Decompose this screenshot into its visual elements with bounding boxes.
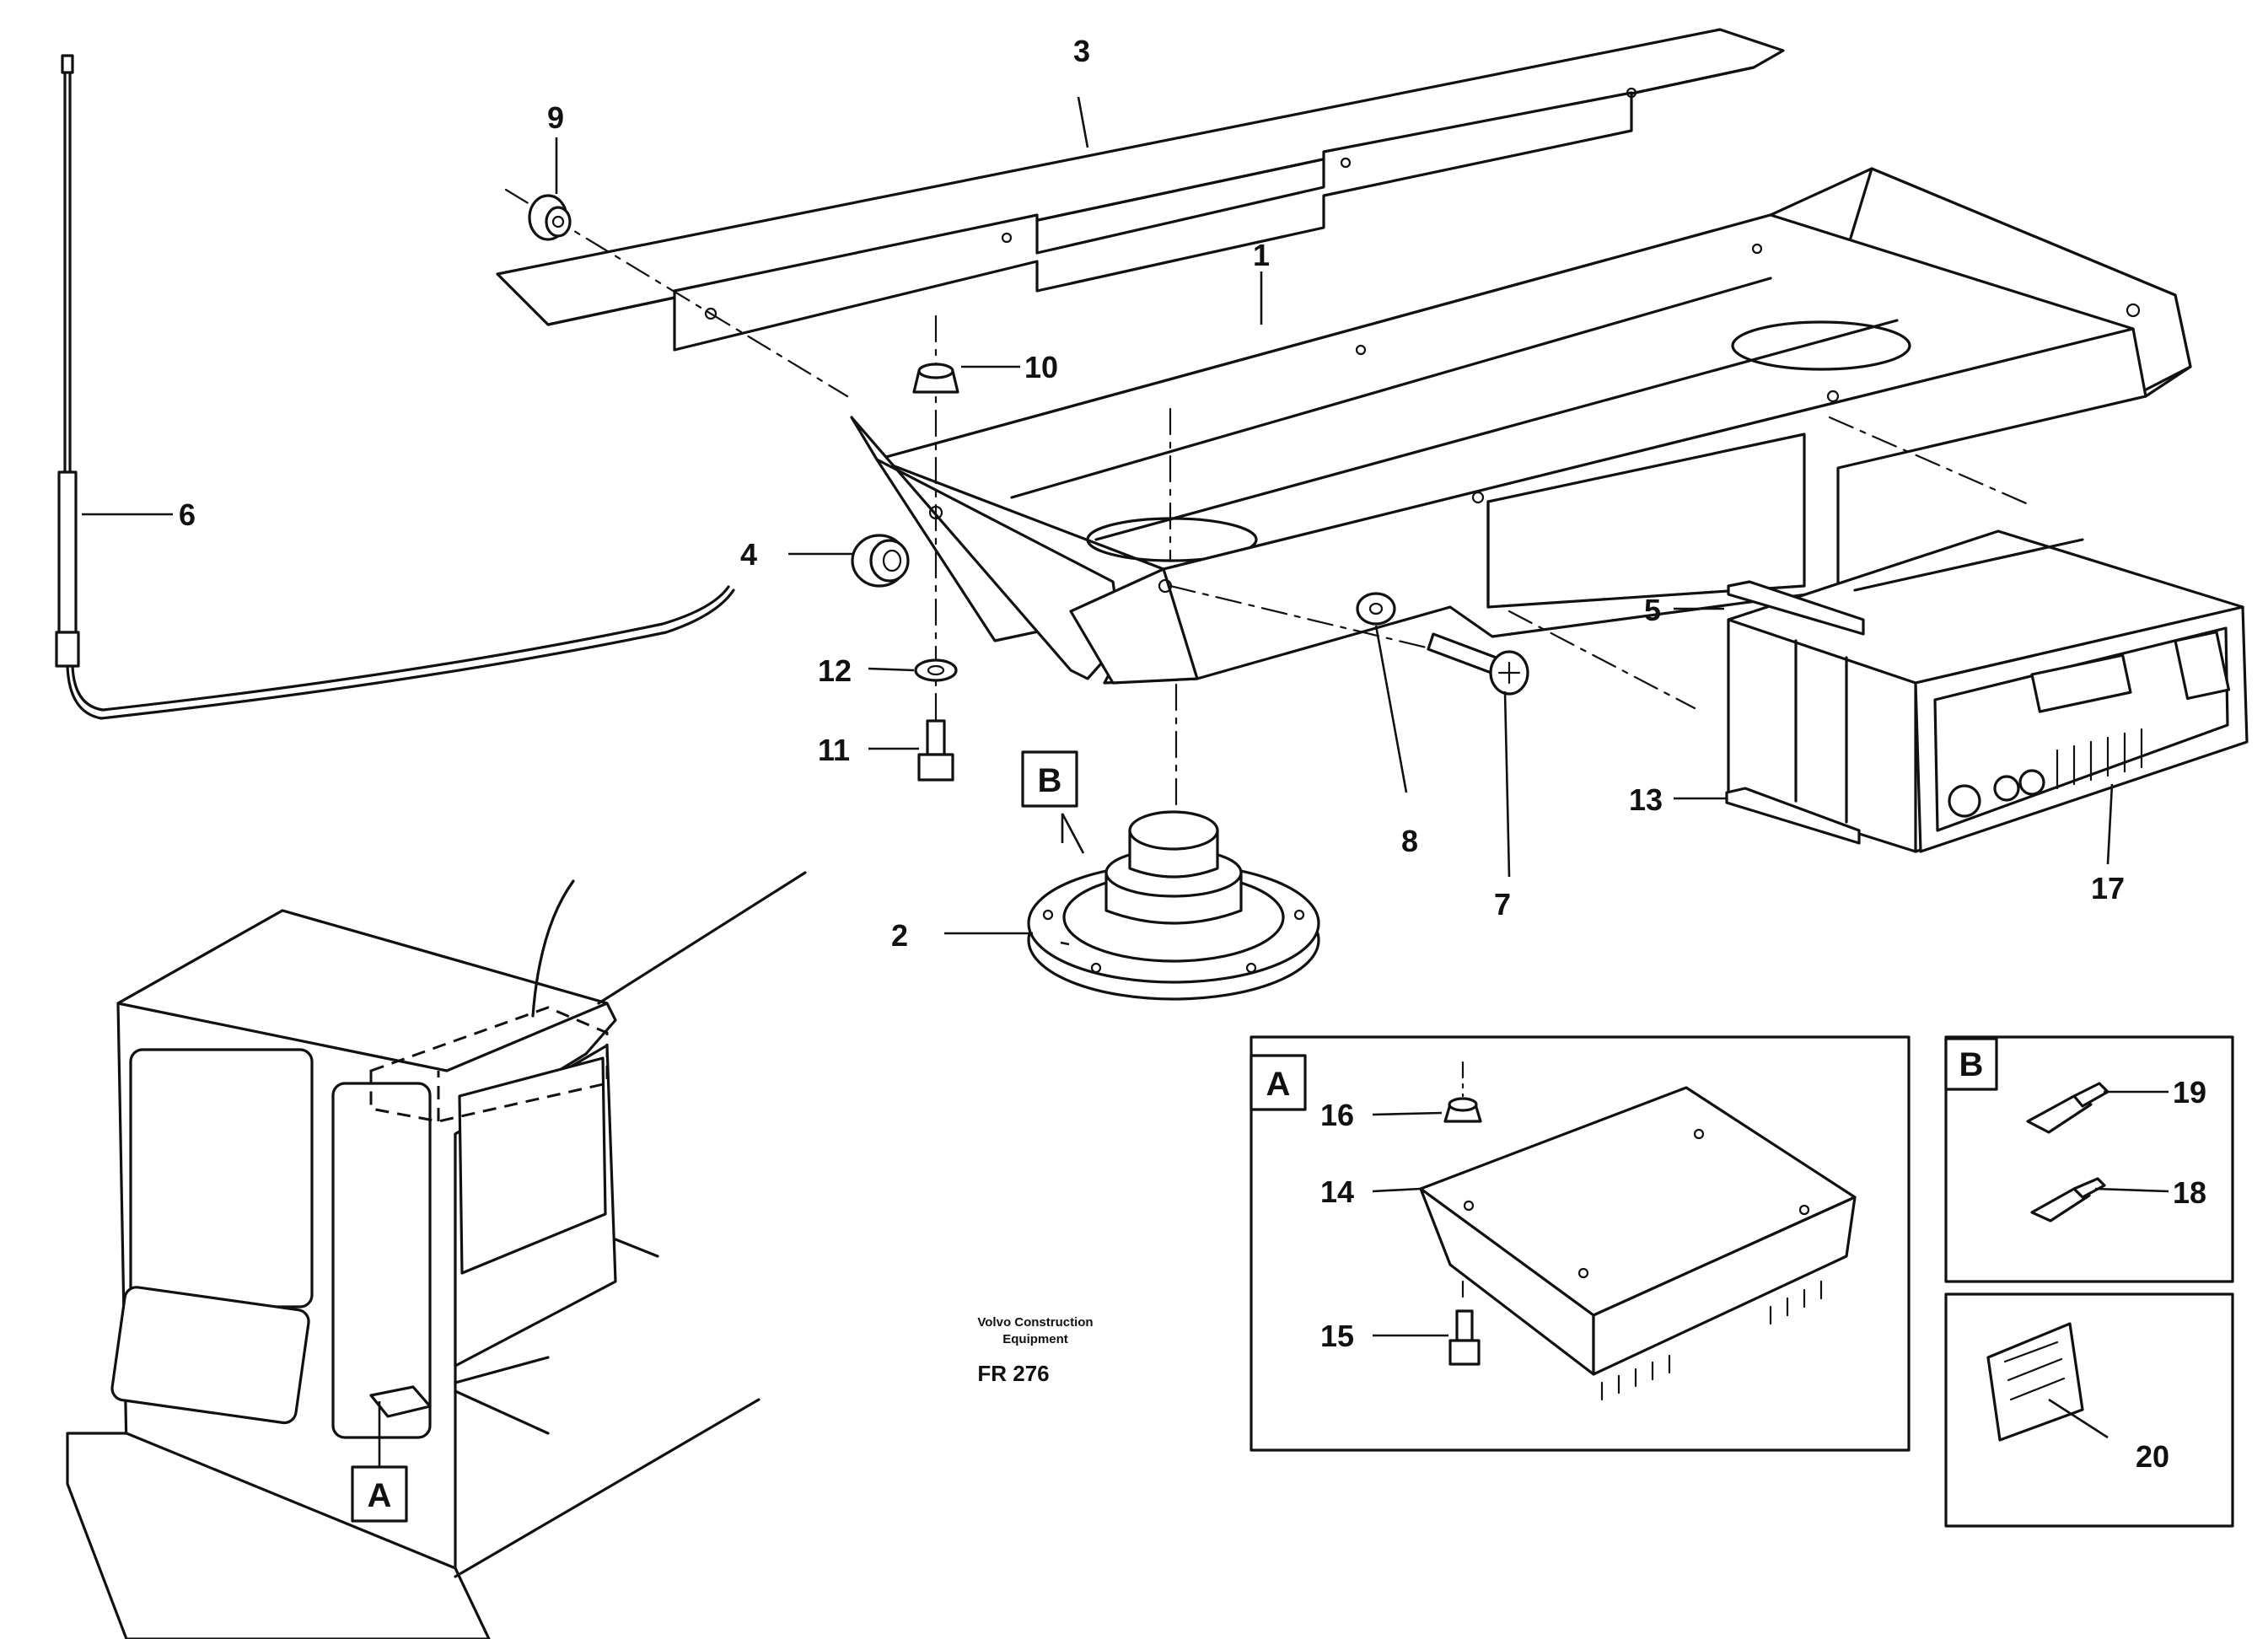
detail-label-a-box: A [1266, 1066, 1291, 1103]
label-2: 2 [891, 918, 908, 953]
label-12: 12 [818, 653, 852, 688]
nut-10 [912, 363, 959, 394]
label-9: 9 [547, 100, 564, 135]
credit-line-1: Volvo Construction [977, 1315, 1093, 1330]
pad-13 [1725, 787, 1861, 845]
detail-label-b-box: B [1959, 1046, 1984, 1083]
label-6: 6 [179, 497, 196, 532]
bolt-11 [917, 719, 954, 782]
credit-block: Volvo Construction Equipment FR 276 [977, 1315, 1093, 1386]
detail-label-b-speaker: B [1038, 762, 1062, 799]
label-19: 19 [2173, 1075, 2206, 1110]
label-1: 1 [1253, 238, 1270, 272]
antenna [55, 54, 735, 720]
label-8: 8 [1401, 824, 1418, 858]
screw-7 [1427, 632, 1529, 696]
radio-unit [1727, 529, 2249, 853]
label-frame-b-detail [1944, 1037, 1998, 1091]
part-number-labels: 3 9 1 10 6 4 12 11 2 5 13 17 8 7 16 14 1… [179, 34, 2206, 1474]
detail-box-a [1250, 1035, 1911, 1452]
leader-lines [82, 96, 2169, 1467]
trim-strip [496, 28, 1785, 352]
label-11: 11 [818, 733, 850, 767]
label-10: 10 [1024, 350, 1058, 384]
washer-12 [914, 658, 958, 682]
grommet-9 [528, 194, 572, 241]
label-18: 18 [2173, 1175, 2206, 1210]
console-housing [850, 167, 2192, 685]
label-frame-b-speaker [1021, 750, 1078, 808]
figure-code: FR 276 [977, 1361, 1049, 1386]
label-15: 15 [1320, 1319, 1354, 1353]
label-20: 20 [2136, 1439, 2169, 1474]
label-13: 13 [1629, 782, 1663, 817]
washer-8 [1356, 592, 1396, 626]
label-7: 7 [1494, 887, 1511, 922]
credit-line-2: Equipment [1002, 1332, 1068, 1346]
label-5: 5 [1644, 593, 1661, 627]
grommet-4 [851, 534, 910, 588]
manual-box [1944, 1292, 2234, 1528]
detail-letter-labels: B A A B [368, 762, 1984, 1514]
label-3: 3 [1073, 34, 1090, 68]
speaker [1027, 810, 1320, 1001]
label-14: 14 [1320, 1174, 1354, 1209]
label-frame-a-cab [351, 1465, 408, 1523]
label-frame-a-detail [1250, 1054, 1307, 1111]
cab-overview [66, 871, 807, 1639]
label-17: 17 [2091, 871, 2125, 905]
label-16: 16 [1320, 1098, 1354, 1132]
pad-5 [1727, 580, 1865, 636]
detail-label-a-cab: A [368, 1477, 392, 1514]
label-4: 4 [740, 537, 757, 572]
